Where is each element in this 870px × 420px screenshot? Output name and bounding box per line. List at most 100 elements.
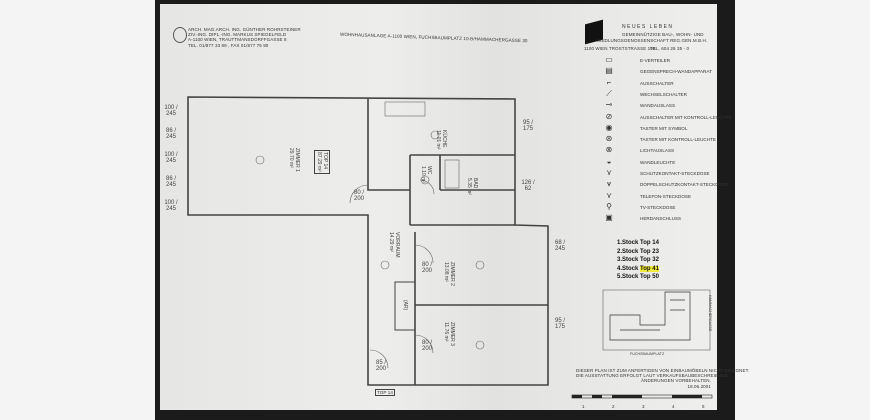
room-name: VORRAUM <box>394 232 400 258</box>
floor-number: 4.Stock <box>617 265 639 272</box>
switch-with-light-icon: ⊘ <box>605 111 613 121</box>
wall-kitchen-left <box>367 99 410 191</box>
company-line2: SIEDLUNGSGENOSSENSCHAFT REG.GEN.M.B.H. <box>597 38 708 43</box>
apartment-number: Top 50 <box>640 274 659 280</box>
floor-list-item: 3.Stock Top 32 <box>617 257 659 263</box>
light-outlet-icon <box>430 130 440 140</box>
legend-label: TASTER MIT KONTROLL-LEUCHTE <box>640 137 716 143</box>
wall-wc <box>410 154 441 190</box>
room-name: ZIMMER 2 <box>449 262 455 286</box>
architect-line: ZIV.-ING. DIPL.-ING. MARKUS SPIEGELFELD <box>188 32 287 38</box>
legend-label: TV-STECKDOSE <box>640 204 676 210</box>
apartment-area: 87.29 m² <box>316 152 322 172</box>
floor-number: 3.Stock <box>617 257 639 263</box>
apartment-number: Top 14 <box>640 240 659 246</box>
door-swing <box>349 184 369 204</box>
legend-label: TELEFON-STECKDOSE <box>640 193 692 199</box>
wall-lamp-icon: ◒ <box>606 156 612 166</box>
dimension-left: 86 / 245 <box>165 176 176 188</box>
door-swing <box>419 179 435 195</box>
room-area: 1.10 m² <box>420 166 426 183</box>
notice-line: DIE AUSSTATTUNG ERFOLGT LAUT VERKAUFSBAU… <box>576 373 730 379</box>
light-outlet-icon <box>255 155 265 165</box>
notice-line: DIESER PLAN IST ZUM ANFERTIGEN VON EINBA… <box>576 368 750 373</box>
scale-tick-label: 5 <box>702 404 705 409</box>
socket-icon: ⋎ <box>606 168 612 177</box>
two-way-switch-icon: ⟋ <box>606 88 612 98</box>
dimension-door: 80 / 200 <box>421 262 432 274</box>
dimension-door: 80 / 200 <box>353 190 364 202</box>
architect-block: ARCH. MAG.ARCH. ING. GÜNTHER ROHRSTEINER… <box>188 27 301 48</box>
dimension-left: 100 / 245 <box>164 200 178 212</box>
light-outlet-icon <box>475 340 485 350</box>
floor-number: 1.Stock <box>617 240 639 246</box>
legend-label: LICHTAUSLASS <box>640 148 675 154</box>
company-line1: GEMEINNÜTZIGE BAU-, WOHN- UND <box>622 32 704 37</box>
notice-date: 18.06.2001 <box>687 383 711 389</box>
legend-label: AUSSCHALTER <box>640 80 674 86</box>
company-name: NEUES LEBEN <box>622 24 674 30</box>
dimension-door: 80 / 200 <box>421 340 432 352</box>
light-outlet-icon <box>420 175 430 185</box>
button-symbol-icon: ◉ <box>605 122 613 132</box>
apartment-number: Top 41 <box>640 265 659 272</box>
architect-line: TEL. 01/877 33 89 , FAX 01/877 75 90 <box>188 42 269 48</box>
floor-number: 2.Stock <box>617 248 639 255</box>
notice: DIESER PLAN IST ZUM ANFERTIGEN VON EINBA… <box>576 368 750 389</box>
wall-bath <box>409 154 515 225</box>
apartment-name: TOP 14 <box>322 152 328 170</box>
floor-list-item: 1.Stock Top 14 <box>617 240 659 246</box>
architect-line: A-1100 WIEN, TRAUTTMANSDORFFGASSE 8 <box>188 37 287 43</box>
legend-label: DOPPELSCHUTZKONTAKT-STECKDOSE <box>640 182 729 188</box>
company-phone: TEL. 604 26 35 - 0 <box>650 46 690 51</box>
company-address: 1100 WIEN TROSTSTRASSE 108 <box>584 46 656 51</box>
distribution-board-icon: ▭ <box>605 55 613 64</box>
floor-number: 5.Stock <box>617 274 639 280</box>
double-socket-icon: ⩛ <box>606 179 612 189</box>
legend-label: HERDANSCHLUSS <box>640 216 682 222</box>
legend-label: GEGENSPRECH-WANDAPPARAT <box>640 69 712 75</box>
floor-list-item: 2.Stock Top 23 <box>617 249 659 255</box>
entrance-label: TOP 14 <box>375 389 395 397</box>
legend-label: WECHSELSCHALTER <box>640 91 687 97</box>
scale-bar <box>571 394 713 399</box>
architect-line: ARCH. MAG.ARCH. ING. GÜNTHER ROHRSTEINER <box>188 27 301 32</box>
site-street-bottom: FUCHSBAUMPLATZ <box>630 352 665 356</box>
outer-wall <box>187 96 549 386</box>
room-area: 11.01 m² <box>435 130 441 150</box>
dimension-right: 126 / 62 <box>521 180 535 192</box>
room-name: KÜCHE <box>441 130 447 148</box>
apartment-number: Top 32 <box>640 257 659 263</box>
legend-label: TASTER MIT SYMBOL <box>640 125 688 131</box>
dimension-right: 95 / 175 <box>522 120 533 132</box>
door-swing <box>414 244 434 264</box>
door-swing <box>369 349 389 369</box>
stove-connection-icon: ▣ <box>605 213 613 223</box>
kitchen-counter <box>384 101 426 117</box>
bathtub <box>444 159 460 189</box>
floor-plan-sheet <box>160 4 717 410</box>
scale-tick-label: 2 <box>612 404 615 409</box>
ar-box <box>394 281 416 331</box>
dimension-left: 100 / 245 <box>164 152 178 164</box>
switch-icon: ⌐ <box>606 77 612 87</box>
room-name: ZIMMER 1 <box>294 148 300 172</box>
scale-tick-label: 4 <box>672 404 675 409</box>
dimension-left: 100 / 245 <box>164 105 178 117</box>
architect-seal-icon <box>173 27 187 43</box>
tv-socket-icon: ⚲ <box>606 201 612 211</box>
legend-label: E-VERTEILER <box>640 58 671 63</box>
room-ar: (AR) <box>402 300 408 311</box>
dimension-entry-door: 85 / 200 <box>375 360 386 372</box>
light-outlet-icon <box>475 260 485 270</box>
room-area: 5.35 m² <box>466 178 472 195</box>
floor-list-item: 4.Stock Top 41 <box>617 265 659 272</box>
